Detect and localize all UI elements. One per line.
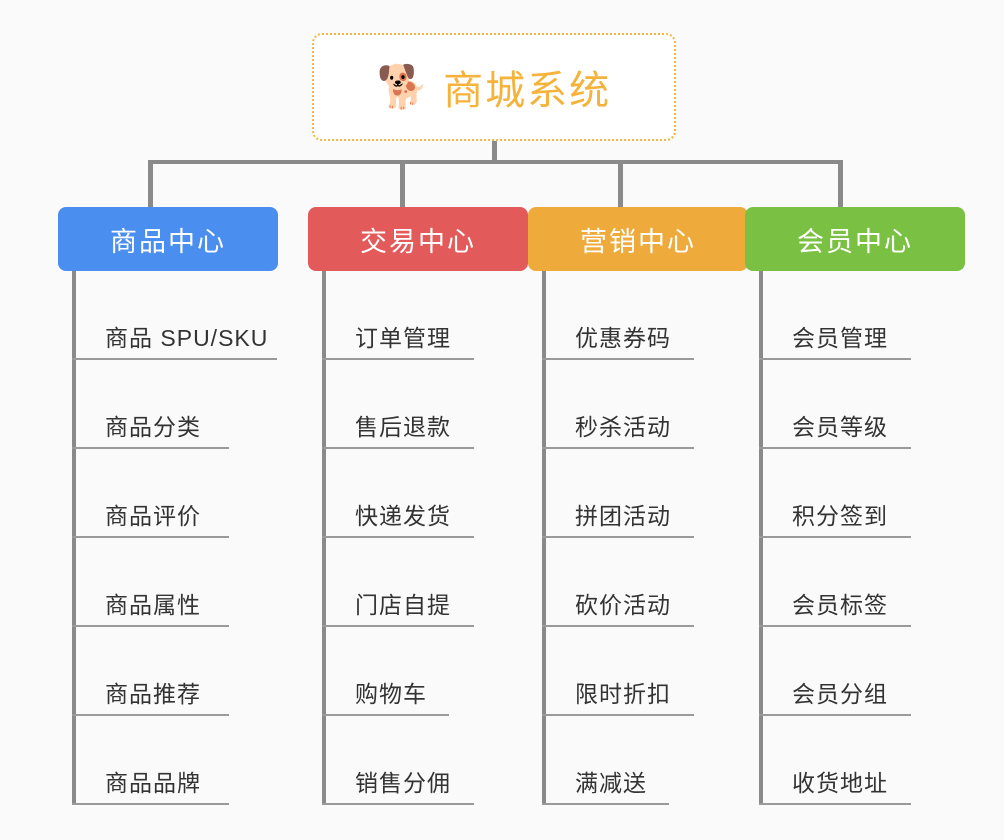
list-item[interactable]: 商品推荐	[58, 627, 278, 716]
root-title: 商城系统	[443, 69, 612, 113]
leaf-underline	[72, 714, 229, 716]
list-item[interactable]: 商品 SPU/SKU	[58, 271, 278, 360]
leaf-underline	[759, 358, 911, 360]
leaf-label: 积分签到	[792, 503, 888, 529]
branch-drop-line-3	[618, 160, 623, 208]
branch-header-trade[interactable]: 交易中心	[308, 207, 528, 271]
leaf-label: 商品属性	[105, 592, 201, 618]
leaf-label: 商品品牌	[105, 770, 201, 796]
list-item[interactable]: 收货地址	[745, 716, 965, 805]
leaf-underline	[542, 536, 694, 538]
list-item[interactable]: 秒杀活动	[528, 360, 748, 449]
list-item[interactable]: 销售分佣	[308, 716, 528, 805]
list-item[interactable]: 积分签到	[745, 449, 965, 538]
branch-drop-line-4	[838, 160, 843, 208]
list-item[interactable]: 商品分类	[58, 360, 278, 449]
list-item[interactable]: 商品评价	[58, 449, 278, 538]
list-item[interactable]: 售后退款	[308, 360, 528, 449]
leaf-underline	[542, 803, 669, 805]
branch-header-product[interactable]: 商品中心	[58, 207, 278, 271]
leaf-label: 商品推荐	[105, 681, 201, 707]
list-item[interactable]: 商品属性	[58, 538, 278, 627]
leaf-label: 销售分佣	[355, 770, 451, 796]
leaf-list-marketing: 优惠券码 秒杀活动 拼团活动 砍价活动 限时折扣 满减送	[528, 271, 748, 805]
list-item[interactable]: 会员标签	[745, 538, 965, 627]
list-item[interactable]: 商品品牌	[58, 716, 278, 805]
leaf-underline	[759, 803, 911, 805]
shiba-dog-face-icon: 🐕	[376, 63, 430, 110]
leaf-underline	[72, 536, 229, 538]
leaf-underline	[322, 358, 474, 360]
branch-column-marketing: 营销中心 优惠券码 秒杀活动 拼团活动 砍价活动 限时折扣	[528, 207, 748, 805]
list-item[interactable]: 购物车	[308, 627, 528, 716]
root-node[interactable]: 🐕 商城系统	[312, 33, 676, 141]
leaf-label: 会员等级	[792, 414, 888, 440]
leaf-label: 订单管理	[355, 325, 451, 351]
leaf-label: 优惠券码	[575, 325, 671, 351]
leaf-label: 会员标签	[792, 592, 888, 618]
branch-column-trade: 交易中心 订单管理 售后退款 快递发货 门店自提 购物车	[308, 207, 528, 805]
leaf-underline	[759, 536, 911, 538]
branch-column-member: 会员中心 会员管理 会员等级 积分签到 会员标签 会员分组	[745, 207, 965, 805]
leaf-underline	[322, 714, 449, 716]
leaf-label: 会员分组	[792, 681, 888, 707]
list-item[interactable]: 会员管理	[745, 271, 965, 360]
leaf-label: 售后退款	[355, 414, 451, 440]
list-item[interactable]: 砍价活动	[528, 538, 748, 627]
leaf-underline	[759, 447, 911, 449]
branch-trunk-line	[72, 271, 76, 805]
leaf-underline	[759, 714, 911, 716]
leaf-underline	[72, 447, 229, 449]
branch-trunk-line	[322, 271, 326, 805]
branch-trunk-line	[759, 271, 763, 805]
list-item[interactable]: 会员等级	[745, 360, 965, 449]
leaf-label: 砍价活动	[575, 592, 671, 618]
list-item[interactable]: 快递发货	[308, 449, 528, 538]
leaf-label: 快递发货	[355, 503, 451, 529]
leaf-underline	[322, 536, 474, 538]
leaf-label: 会员管理	[792, 325, 888, 351]
leaf-label: 满减送	[575, 770, 647, 796]
list-item[interactable]: 限时折扣	[528, 627, 748, 716]
leaf-underline	[72, 625, 229, 627]
branch-header-member[interactable]: 会员中心	[745, 207, 965, 271]
leaf-underline	[322, 447, 474, 449]
branch-drop-line-2	[400, 160, 405, 208]
list-item[interactable]: 会员分组	[745, 627, 965, 716]
list-item[interactable]: 拼团活动	[528, 449, 748, 538]
branch-column-product: 商品中心 商品 SPU/SKU 商品分类 商品评价 商品属性 商品推荐	[58, 207, 278, 805]
leaf-label: 商品评价	[105, 503, 201, 529]
list-item[interactable]: 满减送	[528, 716, 748, 805]
leaf-list-trade: 订单管理 售后退款 快递发货 门店自提 购物车 销售分佣	[308, 271, 528, 805]
leaf-underline	[542, 625, 694, 627]
branch-drop-line-1	[148, 160, 153, 208]
leaf-list-product: 商品 SPU/SKU 商品分类 商品评价 商品属性 商品推荐 商品品牌	[58, 271, 278, 805]
leaf-underline	[542, 447, 694, 449]
list-item[interactable]: 门店自提	[308, 538, 528, 627]
leaf-label: 门店自提	[355, 592, 451, 618]
branch-header-marketing[interactable]: 营销中心	[528, 207, 748, 271]
leaf-label: 限时折扣	[575, 681, 671, 707]
leaf-underline	[72, 358, 277, 360]
leaf-underline	[322, 625, 474, 627]
branch-bus-line	[148, 160, 841, 164]
leaf-underline	[322, 803, 474, 805]
leaf-label: 收货地址	[792, 770, 888, 796]
leaf-underline	[542, 714, 694, 716]
list-item[interactable]: 优惠券码	[528, 271, 748, 360]
root-stem-line	[492, 141, 497, 163]
leaf-label: 拼团活动	[575, 503, 671, 529]
leaf-label: 购物车	[355, 681, 427, 707]
leaf-underline	[759, 625, 911, 627]
leaf-label: 商品分类	[105, 414, 201, 440]
leaf-label: 商品 SPU/SKU	[105, 325, 269, 351]
leaf-label: 秒杀活动	[575, 414, 671, 440]
list-item[interactable]: 订单管理	[308, 271, 528, 360]
branch-trunk-line	[542, 271, 546, 805]
leaf-underline	[542, 358, 694, 360]
leaf-list-member: 会员管理 会员等级 积分签到 会员标签 会员分组 收货地址	[745, 271, 965, 805]
leaf-underline	[72, 803, 229, 805]
